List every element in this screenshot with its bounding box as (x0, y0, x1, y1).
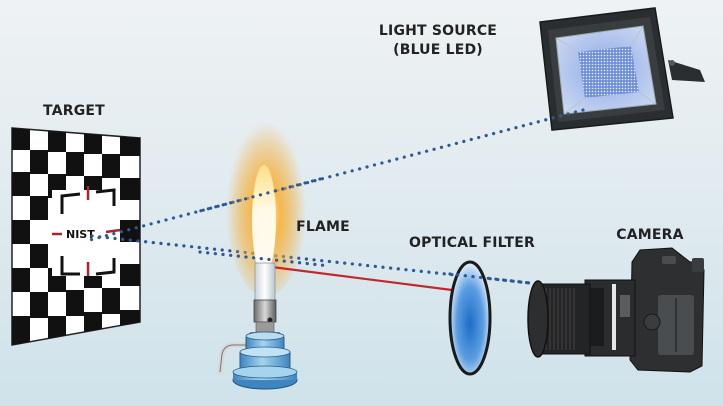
label-light-source-line1: LIGHT SOURCE (378, 23, 498, 39)
optical-filter (448, 260, 492, 376)
camera (527, 247, 705, 373)
label-flame: FLAME (296, 219, 350, 235)
label-light-source-line2: (BLUE LED) (393, 42, 483, 58)
emission-line (263, 264, 453, 292)
light-path-led-to-target (88, 108, 585, 242)
bunsen-burner (217, 262, 298, 390)
light-source-led (539, 7, 705, 131)
label-camera: CAMERA (616, 227, 684, 243)
flame (226, 113, 306, 297)
label-optical-filter: OPTICAL FILTER (409, 235, 535, 251)
label-target: TARGET (43, 103, 105, 119)
target-board: NIST (11, 127, 141, 346)
nist-logo: NIST (66, 228, 95, 241)
label-light-source: LIGHT SOURCE (BLUE LED) (378, 22, 498, 60)
